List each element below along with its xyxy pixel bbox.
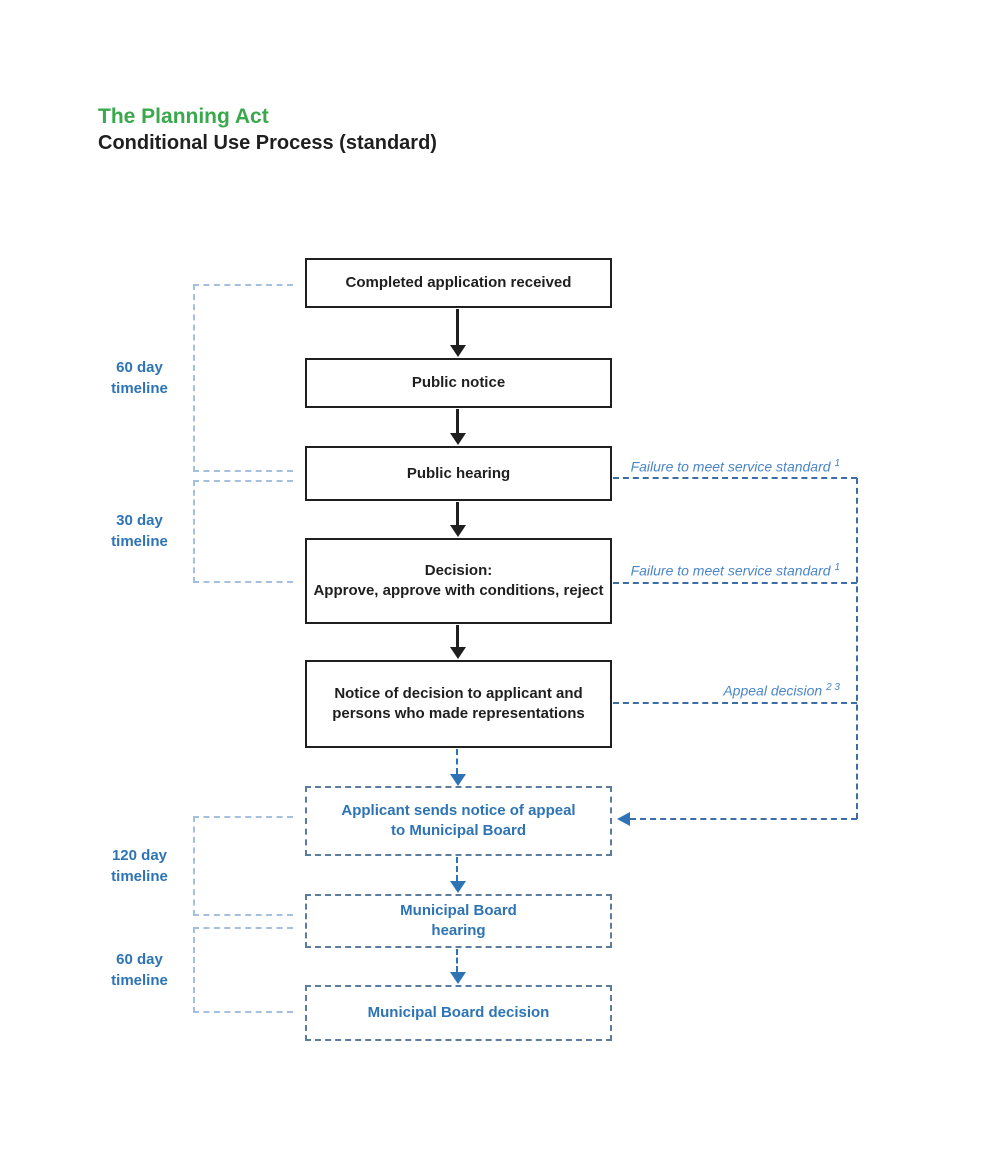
flow-box-label: Public notice bbox=[411, 374, 506, 391]
flow-box-public-hearing: Public hearing bbox=[305, 446, 612, 501]
annotation-footnote-ref: 2 3 bbox=[826, 682, 840, 693]
flow-box-municipal-board-hearing: Municipal Board hearing bbox=[305, 894, 612, 948]
flow-box-label: Completed application received bbox=[345, 274, 572, 291]
arrowhead-down-icon bbox=[450, 774, 466, 786]
arrow-application-to-notice bbox=[456, 309, 459, 345]
flow-box-label: Municipal Board decision bbox=[367, 1004, 550, 1021]
arrowhead-down-icon bbox=[450, 433, 466, 445]
annotation-failure-service-standard-decision: Failure to meet service standard 1 bbox=[520, 562, 840, 579]
flow-box-label-line1: Notice of decision to applicant and bbox=[334, 685, 583, 702]
arrowhead-down-icon bbox=[450, 647, 466, 659]
timeline-label-line1: 60 day bbox=[116, 359, 163, 376]
arrow-decision-to-notice-of-decision bbox=[456, 625, 459, 647]
arrow-board-hearing-to-board-decision bbox=[456, 949, 458, 972]
annotation-footnote-ref: 1 bbox=[834, 458, 840, 469]
timeline-label-60-day-lower: 60 day timeline bbox=[92, 949, 187, 991]
timeline-label-60-day-upper: 60 day timeline bbox=[92, 357, 187, 399]
bracket-120-day bbox=[193, 816, 293, 916]
arrow-notice-of-decision-to-appeal bbox=[456, 749, 458, 774]
page-subtitle: Conditional Use Process (standard) bbox=[98, 132, 437, 154]
timeline-label-120-day: 120 day timeline bbox=[92, 845, 187, 887]
flow-box-applicant-sends-notice-of-appeal: Applicant sends notice of appeal to Muni… bbox=[305, 786, 612, 856]
flow-box-notice-of-decision: Notice of decision to applicant and pers… bbox=[305, 660, 612, 748]
bracket-30-day bbox=[193, 480, 293, 583]
timeline-label-30-day: 30 day timeline bbox=[92, 510, 187, 552]
arrow-appeal-to-board-hearing bbox=[456, 857, 458, 881]
arrowhead-down-icon bbox=[450, 525, 466, 537]
flow-box-public-notice: Public notice bbox=[305, 358, 612, 408]
annotation-appeal-decision: Appeal decision 2 3 bbox=[520, 682, 840, 699]
timeline-label-line2: timeline bbox=[111, 868, 168, 885]
timeline-label-line1: 60 day bbox=[116, 951, 163, 968]
flow-box-label-line2: to Municipal Board bbox=[391, 822, 526, 839]
flow-box-label-line1: Decision: bbox=[424, 562, 493, 579]
annotation-text: Failure to meet service standard bbox=[630, 562, 831, 579]
arrowhead-down-icon bbox=[450, 345, 466, 357]
bracket-60-day-upper bbox=[193, 284, 293, 472]
arrow-notice-to-hearing bbox=[456, 409, 459, 433]
arrowhead-down-icon bbox=[450, 972, 466, 984]
connector-appeal-decision-line bbox=[613, 702, 857, 704]
annotation-text: Failure to meet service standard bbox=[630, 458, 831, 475]
annotation-failure-service-standard-hearing: Failure to meet service standard 1 bbox=[520, 458, 840, 475]
flow-box-completed-application-received: Completed application received bbox=[305, 258, 612, 308]
bracket-60-day-lower bbox=[193, 927, 293, 1013]
connector-failure-hearing-line bbox=[613, 477, 857, 479]
flow-box-decision: Decision: Approve, approve with conditio… bbox=[305, 538, 612, 624]
timeline-label-line1: 30 day bbox=[116, 512, 163, 529]
flow-box-municipal-board-decision: Municipal Board decision bbox=[305, 985, 612, 1041]
timeline-label-line2: timeline bbox=[111, 380, 168, 397]
flow-box-label-line2: hearing bbox=[431, 922, 486, 939]
timeline-label-line2: timeline bbox=[111, 972, 168, 989]
connector-failure-decision-line bbox=[613, 582, 857, 584]
flow-box-label-line1: Applicant sends notice of appeal bbox=[341, 802, 576, 819]
arrowhead-left-icon bbox=[617, 812, 630, 826]
flow-box-label-line2: Approve, approve with conditions, reject bbox=[313, 582, 604, 599]
flow-box-label: Public hearing bbox=[406, 464, 511, 482]
arrowhead-down-icon bbox=[450, 881, 466, 893]
timeline-label-line2: timeline bbox=[111, 533, 168, 550]
flow-box-label-line1: Municipal Board bbox=[400, 902, 517, 919]
annotation-text: Appeal decision bbox=[723, 682, 823, 699]
timeline-label-line1: 120 day bbox=[111, 847, 168, 864]
connector-appeal-vertical-line bbox=[856, 478, 858, 819]
annotation-footnote-ref: 1 bbox=[834, 562, 840, 573]
flow-box-label-line2: persons who made representations bbox=[332, 705, 585, 722]
header: The Planning Act Conditional Use Process… bbox=[98, 104, 437, 156]
arrow-hearing-to-decision bbox=[456, 502, 459, 525]
page-title: The Planning Act bbox=[98, 105, 269, 128]
connector-return-to-appeal-line bbox=[630, 818, 857, 820]
